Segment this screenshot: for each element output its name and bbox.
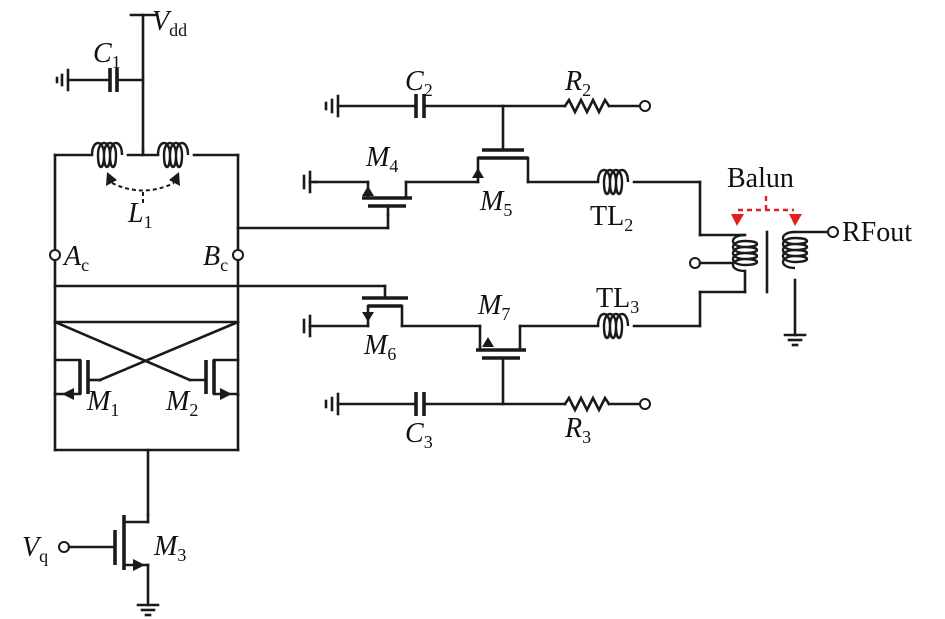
label-balun: Balun bbox=[727, 163, 794, 194]
node-ac bbox=[49, 249, 61, 261]
transmission-line-tl3 bbox=[596, 290, 747, 340]
label-m3: M3 bbox=[153, 531, 186, 565]
transistor-m5 bbox=[472, 148, 600, 184]
transmission-line-tl2 bbox=[596, 168, 747, 237]
label-l1: L1 bbox=[127, 198, 153, 232]
node-r2 bbox=[639, 100, 651, 112]
bias-upper bbox=[324, 94, 651, 152]
label-vdd: Vdd bbox=[152, 6, 187, 40]
transistor-m4 bbox=[302, 170, 480, 217]
label-tl3: TL3 bbox=[596, 283, 639, 317]
capacitor-c1 bbox=[66, 68, 145, 92]
label-r3: R3 bbox=[564, 413, 591, 447]
tank-rails bbox=[49, 153, 244, 397]
label-c1: C1 bbox=[93, 38, 121, 72]
node-r3 bbox=[639, 398, 651, 410]
node-balun-ct bbox=[689, 257, 701, 269]
label-m6: M6 bbox=[363, 330, 396, 364]
vdd-supply bbox=[129, 13, 157, 152]
label-tl2: TL2 bbox=[590, 201, 633, 235]
label-m1: M1 bbox=[86, 386, 119, 420]
label-m5: M5 bbox=[479, 186, 512, 220]
ground-icon bbox=[55, 68, 70, 92]
balun bbox=[689, 196, 839, 347]
label-c3: C3 bbox=[405, 418, 433, 452]
label-ac: Ac bbox=[62, 241, 89, 275]
label-bc: Bc bbox=[203, 241, 228, 275]
transistor-m3 bbox=[58, 513, 160, 617]
node-vq bbox=[58, 541, 70, 553]
node-rfout bbox=[827, 226, 839, 238]
label-m2: M2 bbox=[165, 386, 198, 420]
label-rfout: RFout bbox=[842, 217, 912, 248]
label-m4: M4 bbox=[365, 142, 398, 176]
transistor-m7 bbox=[476, 324, 600, 406]
cross-coupled-pair bbox=[53, 320, 240, 517]
node-bc bbox=[232, 249, 244, 261]
transistor-m6 bbox=[302, 296, 482, 338]
labels: Vdd C1 L1 Ac Bc M1 M2 M3 Vq M4 M5 M6 M7 … bbox=[22, 6, 912, 566]
label-m7: M7 bbox=[477, 290, 510, 324]
inductor-l1 bbox=[53, 141, 240, 205]
label-c2: C2 bbox=[405, 66, 433, 100]
label-r2: R2 bbox=[564, 66, 591, 100]
label-vq: Vq bbox=[22, 532, 48, 566]
bias-lower bbox=[324, 392, 651, 416]
